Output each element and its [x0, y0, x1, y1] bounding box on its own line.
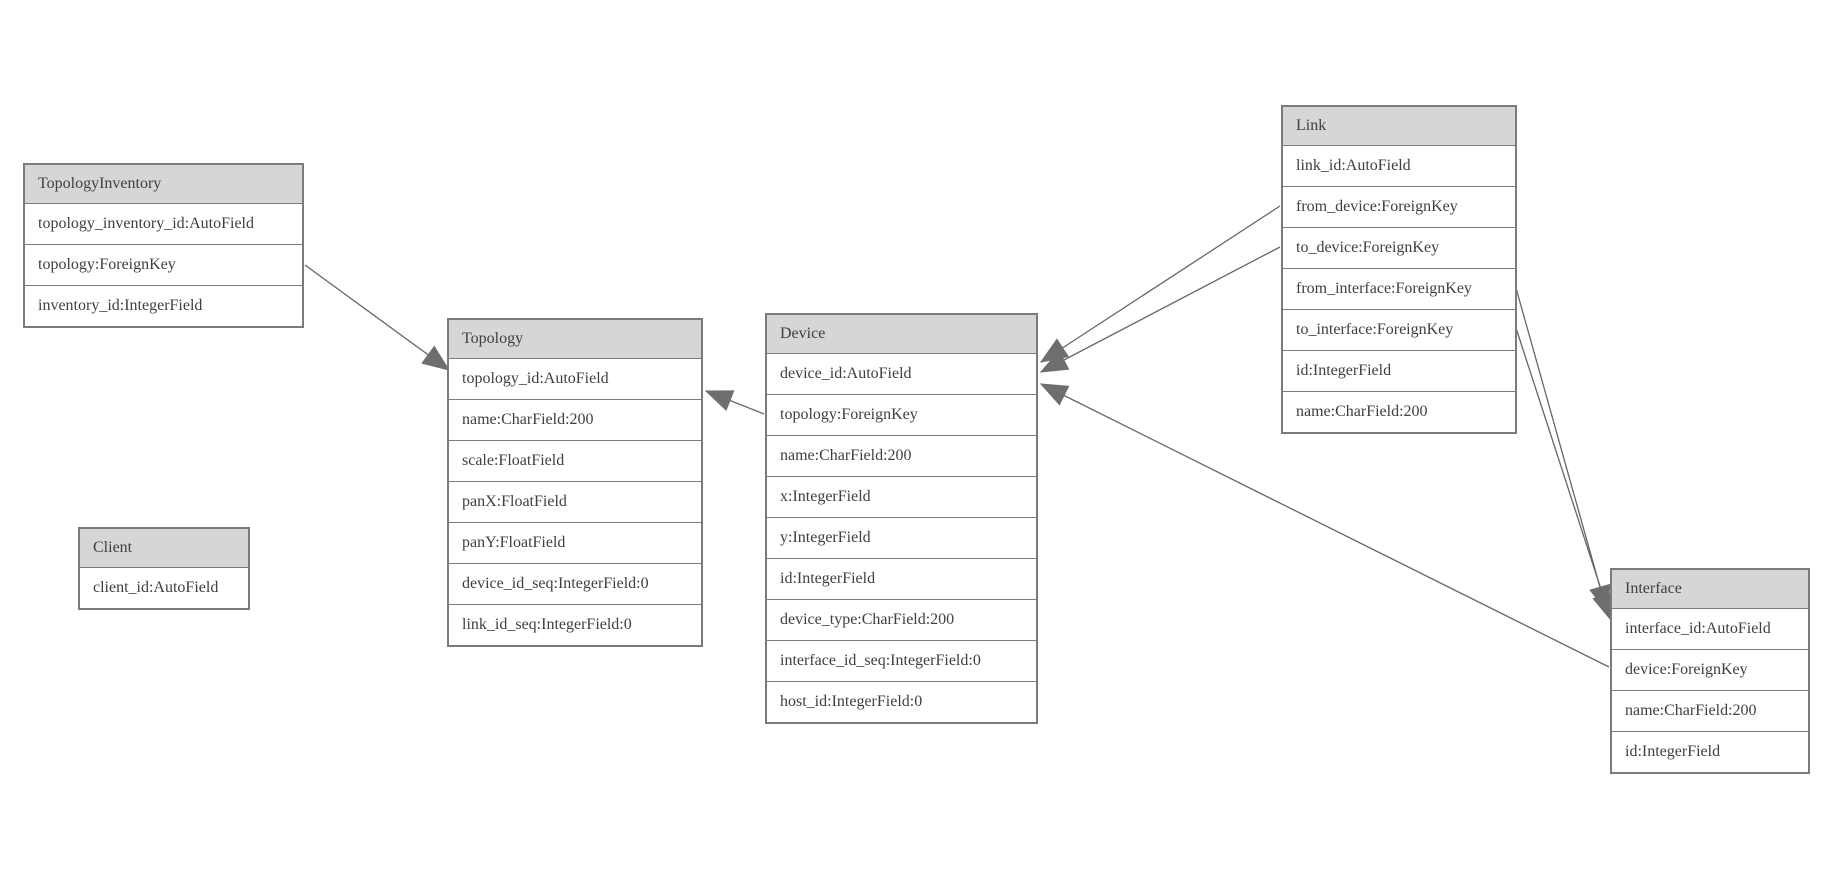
entity-device-title: Device — [767, 315, 1036, 354]
field-row: interface_id:AutoField — [1612, 609, 1808, 650]
field-row: device_type:CharField:200 — [767, 600, 1036, 641]
entity-topology-title: Topology — [449, 320, 701, 359]
field-row: inventory_id:IntegerField — [25, 286, 302, 326]
field-row: device_id:AutoField — [767, 354, 1036, 395]
field-row: link_id:AutoField — [1283, 146, 1515, 187]
rel-topologyinventory-topology — [304, 264, 451, 371]
field-row: host_id:IntegerField:0 — [767, 682, 1036, 722]
entity-interface-title: Interface — [1612, 570, 1808, 609]
field-row: panY:FloatField — [449, 523, 701, 564]
rel-device-topology — [704, 390, 765, 415]
rel-link-fromdevice-device — [1039, 205, 1281, 363]
field-row: client_id:AutoField — [80, 568, 248, 608]
rel-link-tointerface-interface — [1515, 327, 1614, 622]
field-row: id:IntegerField — [767, 559, 1036, 600]
field-row: link_id_seq:IntegerField:0 — [449, 605, 701, 645]
field-row: from_device:ForeignKey — [1283, 187, 1515, 228]
entity-topologyinventory-title: TopologyInventory — [25, 165, 302, 204]
field-row: panX:FloatField — [449, 482, 701, 523]
field-row: topology:ForeignKey — [25, 245, 302, 286]
field-row: id:IntegerField — [1283, 351, 1515, 392]
field-row: to_device:ForeignKey — [1283, 228, 1515, 269]
rel-link-todevice-device — [1039, 246, 1281, 373]
field-row: name:CharField:200 — [1612, 691, 1808, 732]
field-row: y:IntegerField — [767, 518, 1036, 559]
field-row: from_interface:ForeignKey — [1283, 269, 1515, 310]
field-row: topology_id:AutoField — [449, 359, 701, 400]
entity-client-rows: client_id:AutoField — [80, 568, 248, 608]
field-row: scale:FloatField — [449, 441, 701, 482]
rel-link-frominterface-interface — [1515, 287, 1611, 614]
field-row: device_id_seq:IntegerField:0 — [449, 564, 701, 605]
field-row: interface_id_seq:IntegerField:0 — [767, 641, 1036, 682]
field-row: name:CharField:200 — [449, 400, 701, 441]
field-row: x:IntegerField — [767, 477, 1036, 518]
entity-topologyinventory[interactable]: TopologyInventory topology_inventory_id:… — [23, 163, 304, 328]
field-row: name:CharField:200 — [767, 436, 1036, 477]
field-row: topology:ForeignKey — [767, 395, 1036, 436]
entity-link-title: Link — [1283, 107, 1515, 146]
field-row: to_interface:ForeignKey — [1283, 310, 1515, 351]
field-row: device:ForeignKey — [1612, 650, 1808, 691]
field-row: name:CharField:200 — [1283, 392, 1515, 432]
field-row: id:IntegerField — [1612, 732, 1808, 772]
entity-client-title: Client — [80, 529, 248, 568]
entity-client[interactable]: Client client_id:AutoField — [78, 527, 250, 610]
field-row: topology_inventory_id:AutoField — [25, 204, 302, 245]
